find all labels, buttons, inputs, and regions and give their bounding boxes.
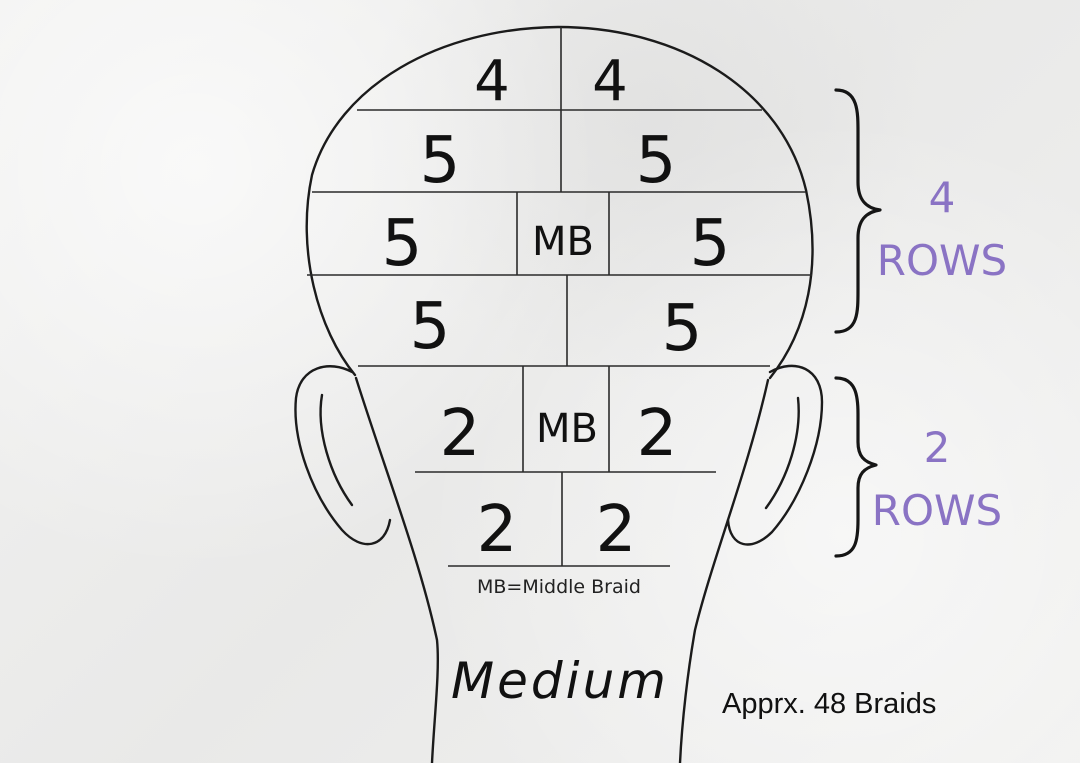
group1-label: ROWS	[877, 236, 1007, 285]
group2-count: 2	[924, 423, 951, 472]
row2-right-count: 5	[636, 124, 677, 198]
group2-label: ROWS	[872, 486, 1002, 535]
row1-right-count: 4	[592, 49, 628, 114]
right-ear-inner	[764, 396, 800, 510]
row3-right-count: 5	[690, 207, 731, 281]
brace-two-rows	[834, 376, 878, 558]
row2-left-count: 5	[420, 124, 461, 198]
row1-left-count: 4	[474, 49, 510, 114]
row6-right-count: 2	[596, 493, 637, 567]
row4-right-count: 5	[662, 292, 703, 366]
right-ear	[726, 364, 824, 546]
legend-text: MB=Middle Braid	[477, 576, 641, 598]
brace-four-rows	[834, 88, 882, 334]
left-neck-line	[354, 376, 440, 763]
row5-right-count: 2	[637, 397, 678, 471]
group1-count: 4	[929, 173, 956, 222]
row3-middle-braid: MB	[532, 219, 594, 265]
style-title: Medium	[451, 652, 669, 710]
row4-left-count: 5	[410, 290, 451, 364]
head-outline	[305, 25, 814, 380]
row6-left-count: 2	[477, 493, 518, 567]
braid-count: Apprx. 48 Braids	[722, 688, 936, 720]
row3-left-count: 5	[382, 207, 423, 281]
left-ear	[294, 365, 392, 546]
left-ear-inner	[319, 393, 354, 507]
row5-left-count: 2	[440, 397, 481, 471]
right-neck-line	[678, 378, 770, 763]
row5-middle-braid: MB	[536, 406, 598, 452]
